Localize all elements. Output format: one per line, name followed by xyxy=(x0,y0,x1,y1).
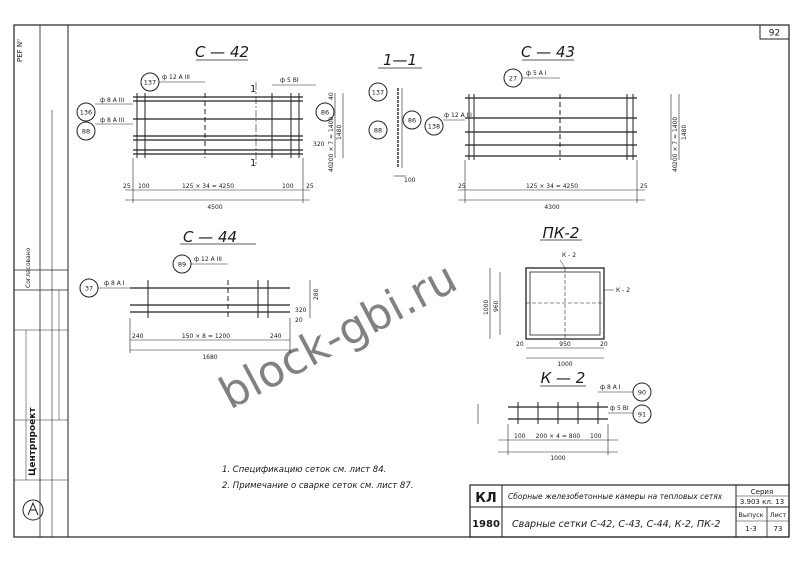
c43-dim-height: 1480 xyxy=(681,125,688,140)
c43-callout-27: 27 xyxy=(509,75,517,83)
title-block: КЛ 1980 Сборные железобетонные камеры на… xyxy=(469,484,790,538)
approved-label: Согласовано xyxy=(25,247,32,288)
note-1: 1. Спецификацию сеток см. лист 84. xyxy=(222,465,386,475)
c44-bar-label-2: ф 8 A I xyxy=(104,280,125,287)
c43-dim-40: 40 xyxy=(672,164,679,172)
c42-cut-mark-bot: 1 xyxy=(250,158,256,169)
c42-bar-label-3: ф 8 A III xyxy=(100,97,124,104)
watermark: block-gbi.ru xyxy=(211,252,465,419)
series-value: 3.903 кл. 13 xyxy=(740,498,784,506)
issue-value: 1-3 xyxy=(745,525,756,533)
year: 1980 xyxy=(472,519,500,530)
pk2-dim-1000-v: 1000 xyxy=(483,300,490,315)
k2-bar-label-1: ф 8 A I xyxy=(600,384,621,391)
c44-dim-span: 150 × 8 = 1200 xyxy=(182,333,230,340)
c44-dim-240-left: 240 xyxy=(132,333,144,340)
c42-callout-137: 137 xyxy=(144,79,156,87)
corner-label: PEF N⁰ xyxy=(16,39,24,62)
k2-bar-label-2: ф 5 ВI xyxy=(610,405,629,412)
org-mark: КЛ xyxy=(475,491,496,506)
c44-dim-320: 320 xyxy=(295,307,307,314)
c42-callout-136: 136 xyxy=(80,109,92,117)
sheet-number: 92 xyxy=(769,29,780,39)
drawing-title: Сварные сетки С-42, С-43, С-44, К-2, ПК-… xyxy=(512,519,720,530)
c42-dim-height: 1480 xyxy=(336,125,343,140)
organization-logo xyxy=(22,499,44,521)
c43-bar-label-2: ф 12 A III xyxy=(444,112,472,119)
pk2-title: ПК-2 xyxy=(543,224,580,242)
k2-callout-91: 91 xyxy=(638,411,646,419)
c42-dim-40-bot: 40 xyxy=(328,164,335,172)
c44-title: С — 44 xyxy=(183,228,237,246)
mesh-c42: С — 42 137 ф 12 A III 86 ф 5 ВI xyxy=(76,43,344,211)
k2-callout-90: 90 xyxy=(638,389,646,397)
k2-dim-span: 200 × 4 = 800 xyxy=(536,433,581,440)
sheet-label: Лист xyxy=(770,511,787,519)
k2-dim-100-left: 100 xyxy=(514,433,526,440)
section-dim-100: 100 xyxy=(404,177,416,184)
c42-bar-label-4: ф 8 A III xyxy=(100,117,124,124)
frame-k2: К — 2 90 ф 8 A I 91 ф 5 ВI 100 200 × 4 =… xyxy=(477,369,652,462)
series-label: Серия xyxy=(751,488,773,496)
pk2-dim-20-left: 20 xyxy=(516,341,524,348)
c42-dim-25-left: 25 xyxy=(123,183,131,190)
c42-dim-25-right: 25 xyxy=(306,183,314,190)
c42-dim-total: 4500 xyxy=(207,204,222,211)
c44-bar-label-1: ф 12 A III xyxy=(194,256,222,263)
c43-callout-138: 138 xyxy=(428,123,440,131)
c42-bar-label-2: ф 5 ВI xyxy=(280,77,299,84)
frame-pk2: ПК-2 К - 2 К - 2 1000 960 20 950 20 1000 xyxy=(483,224,630,368)
c44-dim-total: 1680 xyxy=(202,354,217,361)
c42-dim-100-right: 100 xyxy=(282,183,294,190)
c43-dim-span: 125 × 34 = 4250 xyxy=(526,183,578,190)
c42-dim-320: 320 xyxy=(313,141,325,148)
c42-dim-100-left: 100 xyxy=(138,183,150,190)
c44-dim-280: 280 xyxy=(313,288,320,300)
k2-title: К — 2 xyxy=(541,369,586,387)
c42-callout-88: 88 xyxy=(82,128,90,136)
pk2-dim-950: 950 xyxy=(559,341,571,348)
c42-title: С — 42 xyxy=(195,43,249,61)
c42-cut-mark-top: 1 xyxy=(250,84,256,95)
mesh-c43: С — 43 27 ф 5 A I 138 ф 12 A III xyxy=(424,43,688,211)
section-1-1: 1—1 137 86 88 100 xyxy=(368,51,422,184)
mesh-c44: С — 44 89 ф 12 A III 37 ф 8 A I 240 1 xyxy=(79,228,320,361)
section-title: 1—1 xyxy=(383,51,417,69)
c42-dim-pitch: 200 × 7 = 1400 xyxy=(328,117,335,165)
c43-dim-pitch: 200 × 7 = 1400 xyxy=(672,117,679,165)
c43-title: С — 43 xyxy=(521,43,575,61)
k2-dim-100-right: 100 xyxy=(590,433,602,440)
issue-label: Выпуск xyxy=(738,511,763,519)
sheet-value: 73 xyxy=(774,525,783,533)
section-callout-88: 88 xyxy=(374,127,382,135)
pk2-label-k2-side: К - 2 xyxy=(616,287,630,294)
sheet-frame xyxy=(13,24,790,538)
c44-dim-240-right: 240 xyxy=(270,333,282,340)
left-stamp-strip: PEF N⁰ Согласовано Центрпроект xyxy=(14,25,68,537)
organization-name: Центрпроект xyxy=(28,407,38,476)
c43-dim-25-left: 25 xyxy=(458,183,466,190)
pk2-label-k2-top: К - 2 xyxy=(562,252,576,259)
project-subject: Сборные железобетонные камеры на тепловы… xyxy=(508,492,723,501)
c43-dim-total: 4300 xyxy=(544,204,559,211)
sheet-number-box xyxy=(759,24,790,40)
section-callout-137: 137 xyxy=(372,89,384,97)
c42-dim-40-top: 40 xyxy=(328,92,335,100)
c43-bar-label-1: ф 5 A I xyxy=(526,70,547,77)
section-callout-86: 86 xyxy=(408,117,416,125)
c42-dim-span: 125 × 34 = 4250 xyxy=(182,183,234,190)
note-2: 2. Примечание о сварке сеток см. лист 87… xyxy=(222,481,413,491)
c43-dim-25-right: 25 xyxy=(640,183,648,190)
c42-bar-label-1: ф 12 A III xyxy=(162,74,190,81)
c44-callout-89: 89 xyxy=(178,261,186,269)
k2-dim-total: 1000 xyxy=(550,455,565,462)
pk2-dim-20-right: 20 xyxy=(600,341,608,348)
pk2-dim-960-v: 960 xyxy=(493,300,500,312)
c42-callout-86: 86 xyxy=(321,109,329,117)
c44-dim-20: 20 xyxy=(295,317,303,324)
pk2-dim-1000-h: 1000 xyxy=(557,361,572,368)
c44-callout-37: 37 xyxy=(85,285,93,293)
